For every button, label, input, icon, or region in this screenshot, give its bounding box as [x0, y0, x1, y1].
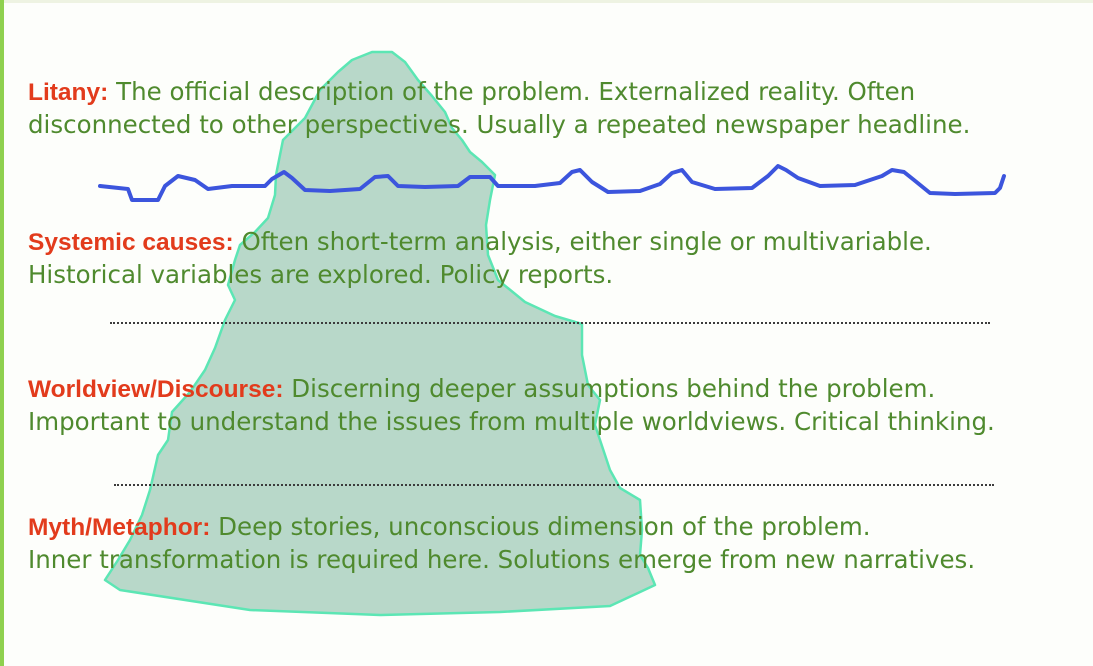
myth-line-1: Myth/Metaphor: Deep stories, unconscious… [28, 511, 975, 544]
systemic-description-1: Often short-term analysis, either single… [233, 227, 932, 256]
layer-systemic-causes: Systemic causes: Often short-term analys… [28, 226, 932, 291]
litany-line-1: Litany: The official description of the … [28, 76, 970, 109]
top-border [0, 0, 1093, 3]
litany-description-1: The official description of the problem.… [108, 77, 916, 106]
myth-description-1: Deep stories, unconscious dimension of t… [210, 512, 871, 541]
left-border [0, 0, 4, 666]
layer-myth-metaphor: Myth/Metaphor: Deep stories, unconscious… [28, 511, 975, 576]
worldview-line-1: Worldview/Discourse: Discerning deeper a… [28, 373, 995, 406]
divider-2 [114, 484, 994, 486]
worldview-description-2: Important to understand the issues from … [28, 407, 995, 436]
layer-worldview: Worldview/Discourse: Discerning deeper a… [28, 373, 995, 438]
systemic-causes-term: Systemic causes: [28, 229, 234, 256]
worldview-term: Worldview/Discourse: [28, 376, 284, 403]
systemic-description-2: Historical variables are explored. Polic… [28, 260, 614, 289]
layer-litany: Litany: The official description of the … [28, 76, 970, 141]
myth-description-2: Inner transformation is required here. S… [28, 545, 976, 574]
litany-description-2: disconnected to other perspectives. Usua… [28, 110, 971, 139]
litany-term: Litany: [28, 79, 109, 106]
myth-metaphor-term: Myth/Metaphor: [28, 514, 211, 541]
systemic-line-1: Systemic causes: Often short-term analys… [28, 226, 932, 259]
worldview-description-1: Discerning deeper assumptions behind the… [283, 374, 936, 403]
divider-1 [110, 322, 990, 324]
